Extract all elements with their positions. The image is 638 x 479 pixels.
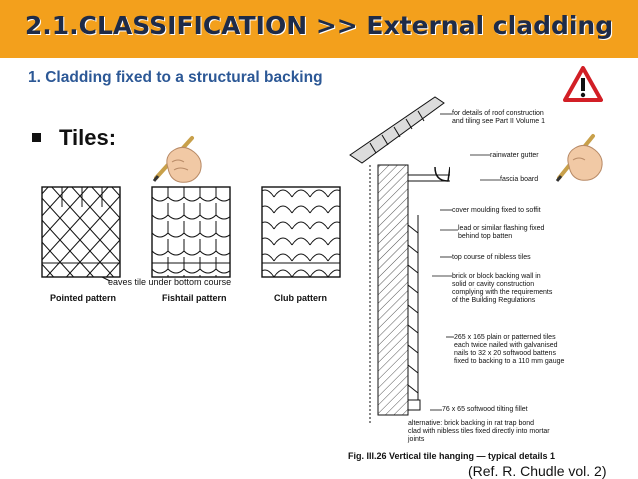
bullet-tiles: Tiles: xyxy=(32,125,116,151)
eaves-note: eaves tile under bottom course xyxy=(108,277,232,287)
annotation: rainwater gutter xyxy=(490,152,539,159)
annotation: each twice nailed with galvanised xyxy=(454,342,558,349)
annotation: fixed to backing to a 110 mm gauge xyxy=(454,358,565,365)
annotation: nails to 32 x 20 softwood battens xyxy=(454,350,556,357)
pattern-label-club: Club pattern xyxy=(274,293,327,303)
fishtail-pattern-panel xyxy=(151,186,231,278)
annotation: 76 x 65 softwood tilting fillet xyxy=(442,406,528,413)
bullet-tiles-label: Tiles: xyxy=(59,125,117,150)
annotation: brick or block backing wall in xyxy=(452,273,541,280)
figure-caption: Fig. III.26 Vertical tile hanging — typi… xyxy=(348,451,556,461)
annotation: solid or cavity construction xyxy=(452,281,535,288)
annotation: joints xyxy=(408,436,425,443)
pointed-pattern-panel xyxy=(41,186,121,278)
club-pattern-panel xyxy=(261,186,341,278)
slide-title: 2.1.CLASSIFICATION >> External cladding xyxy=(24,11,614,40)
annotation: of the Building Regulations xyxy=(452,297,536,304)
tile-hanging-section-drawing xyxy=(349,96,450,425)
annotation: 265 x 165 plain or patterned tiles xyxy=(454,334,556,341)
title-bar xyxy=(0,0,638,58)
annotation: alternative: brick backing in rat trap b… xyxy=(408,420,535,427)
annotation: lead or similar flashing fixed xyxy=(458,225,545,232)
annotation: complying with the requirements xyxy=(452,289,553,296)
pencil-hand-icon xyxy=(152,136,202,183)
annotation: and tiling see Part II Volume 1 xyxy=(452,118,545,125)
pattern-label-pointed: Pointed pattern xyxy=(50,293,117,303)
warning-triangle-icon xyxy=(563,66,603,102)
annotation: behind top batten xyxy=(458,233,513,240)
annotation-leader-lines xyxy=(430,113,500,411)
bullet-square-icon xyxy=(32,132,41,142)
tile-patterns-drawing xyxy=(41,186,341,282)
annotation: fascia board xyxy=(500,176,539,183)
pencil-hand-icon xyxy=(555,134,603,182)
annotation: clad with nibless tiles fixed directly i… xyxy=(408,428,550,435)
pattern-label-fishtail: Fishtail pattern xyxy=(162,293,227,303)
annotation: top course of nibless tiles xyxy=(452,254,531,261)
reference-note: (Ref. R. Chudle vol. 2) xyxy=(468,463,607,479)
section-subtitle: 1. Cladding fixed to a structural backin… xyxy=(28,69,323,86)
annotation: for details of roof construction xyxy=(452,110,544,117)
annotation: cover moulding fixed to soffit xyxy=(452,207,541,214)
